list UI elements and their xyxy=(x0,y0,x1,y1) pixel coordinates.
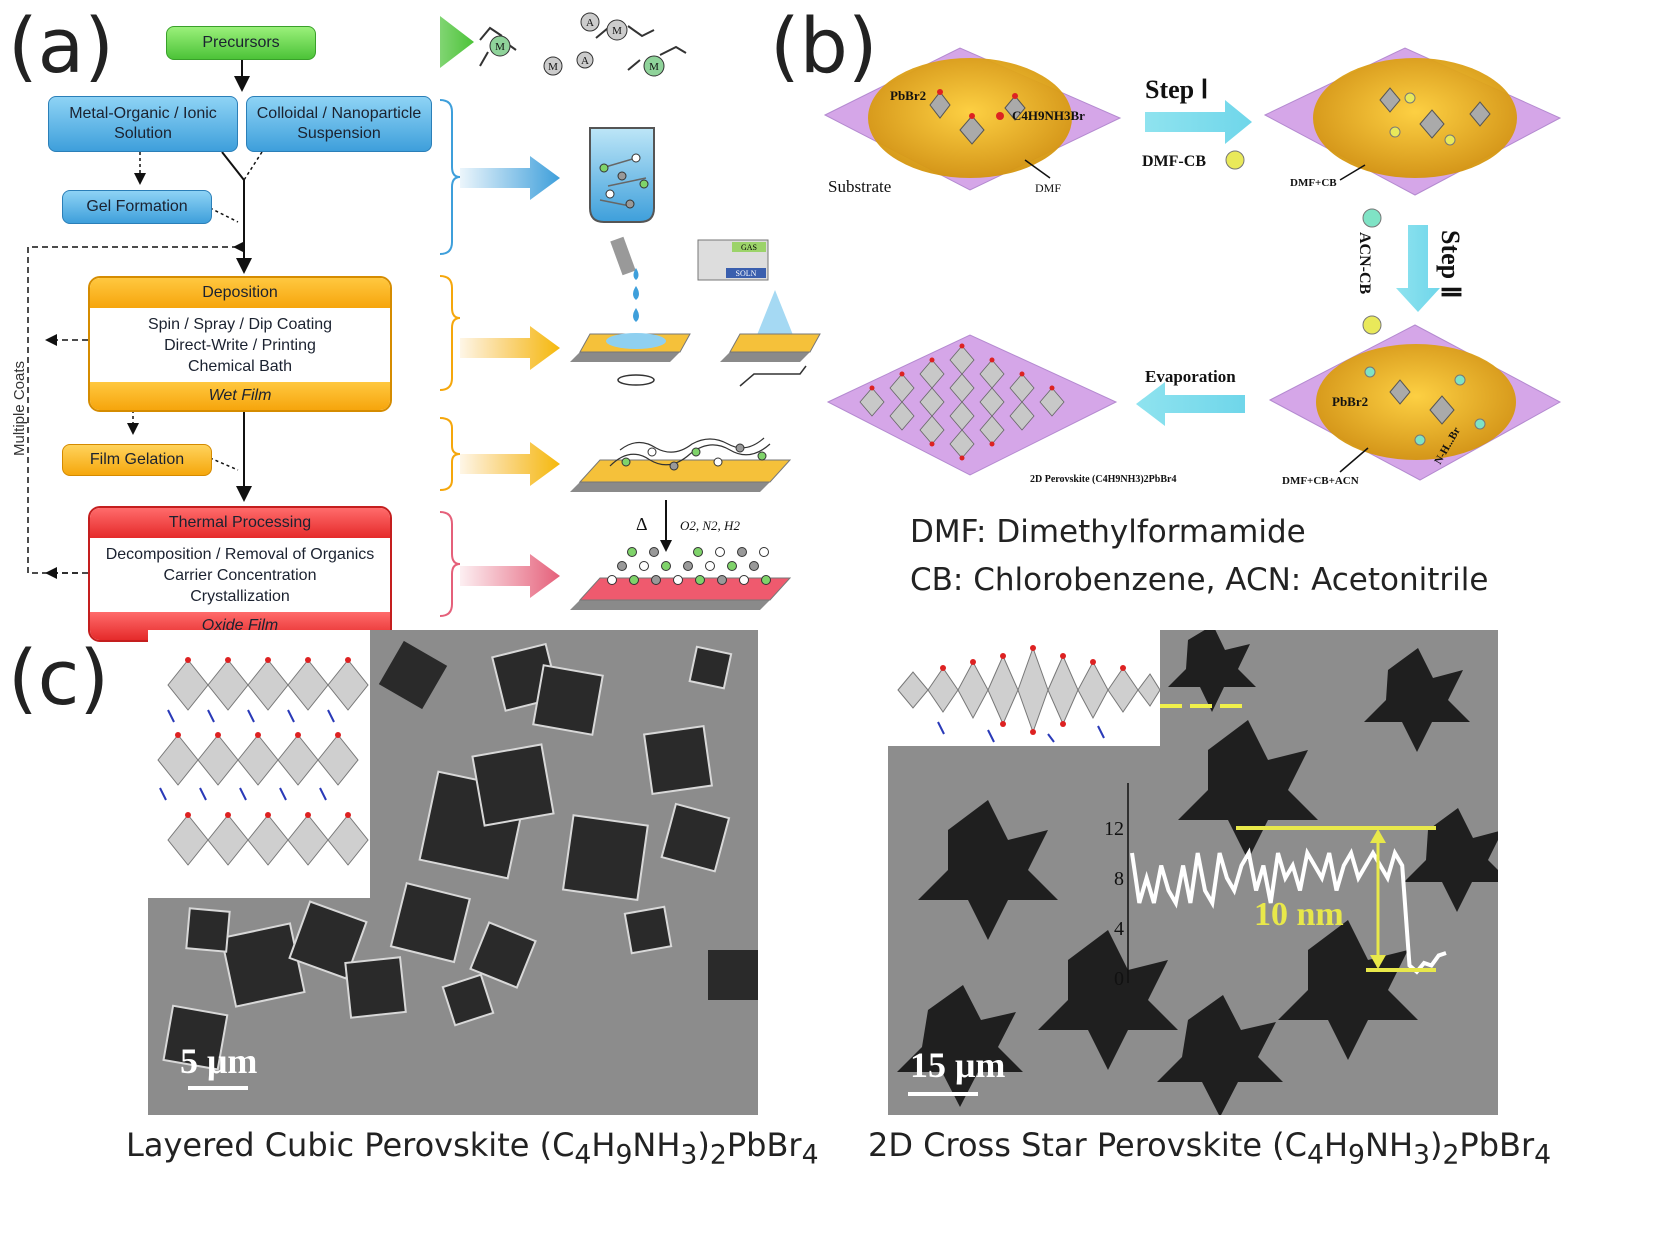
perovskite-2d-label: 2D Perovskite (C4H9NH3)2PbBr4 xyxy=(1030,474,1176,485)
metal-organic-line2: Solution xyxy=(114,125,172,142)
caption-left: Layered Cubic Perovskite (C4H9NH3)2PbBr4 xyxy=(126,1126,819,1171)
wet-film-label: Wet Film xyxy=(90,382,390,410)
profile-tick-0: 0 xyxy=(1114,968,1124,990)
dmf-cb-acn-label: DMF+CB+ACN xyxy=(1282,475,1359,487)
legend-cb-acn: CB: Chlorobenzene, ACN: Acetonitrile xyxy=(910,562,1489,598)
atom-4: A xyxy=(581,55,589,67)
pbbr2-ion-label: PbBr2 xyxy=(1332,394,1368,409)
panel-label-b: (b) xyxy=(770,1,878,90)
deposition-line-2: Direct-Write / Printing xyxy=(164,337,316,354)
dmf-label: DMF xyxy=(1035,181,1061,195)
layered-octahedra xyxy=(157,657,369,866)
colloidal-line2: Suspension xyxy=(297,125,381,142)
pbbr2-label: PbBr2 xyxy=(890,88,926,103)
cubic-crystals xyxy=(162,640,758,1071)
atom-5: M xyxy=(548,61,558,73)
scale-bar-right xyxy=(908,1092,978,1096)
step2-label: Step Ⅱ xyxy=(1436,230,1465,298)
atom-3: M xyxy=(612,25,622,37)
perovskite-schematic: PbBr2 C4H9NH3Br DMF Substrate Step Ⅰ DMF… xyxy=(823,47,1562,487)
height-profile: 12 8 4 0 10 nm xyxy=(1106,783,1447,990)
profile-tick-8: 8 xyxy=(1114,868,1124,890)
deposition-line-1: Spin / Spray / Dip Coating xyxy=(147,316,333,333)
process-illustrations: M A M A M M GAS SOLN Δ O2, N2, H2 xyxy=(440,12,821,617)
gel-formation-box: Gel Formation xyxy=(62,190,212,224)
profile-height-label: 10 nm xyxy=(1254,896,1344,933)
soln-label: SOLN xyxy=(736,269,757,278)
evaporation-label: Evaporation xyxy=(1145,367,1236,386)
caption-right: 2D Cross Star Perovskite (C4H9NH3)2PbBr4 xyxy=(868,1126,1552,1171)
dmf-cb-drop-label: DMF+CB xyxy=(1290,177,1337,189)
deposition-line-3: Chemical Bath xyxy=(187,358,293,375)
thermal-line-2: Carrier Concentration xyxy=(163,567,317,584)
metal-organic-line1: Metal-Organic / Ionic xyxy=(69,105,217,122)
cross-star-structure-inset xyxy=(888,630,1161,746)
film-gelation-box: Film Gelation xyxy=(62,444,212,476)
scale-bar-left xyxy=(188,1086,248,1090)
star-crystals xyxy=(897,630,1498,1115)
profile-tick-12: 12 xyxy=(1106,818,1124,840)
acn-cb-label: ACN-CB xyxy=(1356,232,1373,295)
deposition-title: Deposition xyxy=(90,278,390,308)
panel-label-c: (c) xyxy=(8,633,110,722)
precursors-box: Precursors xyxy=(166,26,316,60)
line-scan-marker xyxy=(1160,704,1245,708)
substrate-label: Substrate xyxy=(828,177,891,196)
c4h9nh3br-label: C4H9NH3Br xyxy=(1012,108,1085,123)
cubic-structure-inset xyxy=(148,630,370,898)
multiple-coats-label: Multiple Coats xyxy=(11,360,29,457)
colloidal-line1: Colloidal / Nanoparticle xyxy=(256,105,422,122)
gases-label: O2, N2, H2 xyxy=(680,518,740,533)
thermal-line-3: Crystallization xyxy=(190,588,290,605)
dmf-cb-label: DMF-CB xyxy=(1142,153,1206,170)
gas-label: GAS xyxy=(741,243,757,252)
panel-label-a: (a) xyxy=(8,1,114,90)
heat-symbol: Δ xyxy=(636,514,648,534)
thermal-processing-stage: Thermal Processing Decomposition / Remov… xyxy=(88,506,392,642)
atom-2: A xyxy=(586,17,594,29)
legend-dmf: DMF: Dimethylformamide xyxy=(910,514,1306,550)
step1-label: Step Ⅰ xyxy=(1145,75,1208,104)
atom-6: M xyxy=(649,61,659,73)
deposition-stage: Deposition Spin / Spray / Dip Coating Di… xyxy=(88,276,392,412)
diamond-octahedra xyxy=(897,645,1161,743)
atom-1: M xyxy=(495,41,505,53)
thermal-line-1: Decomposition / Removal of Organics xyxy=(105,546,375,563)
sem-image-cross-star: 12 8 4 0 10 nm 15 μm xyxy=(888,630,1498,1115)
thermal-title: Thermal Processing xyxy=(90,508,390,538)
scale-bar-label-left: 5 μm xyxy=(180,1041,258,1081)
atom-circles xyxy=(489,12,665,77)
flow-connectors xyxy=(27,58,263,579)
profile-tick-4: 4 xyxy=(1114,918,1124,940)
sem-image-cubic: 5 μm xyxy=(148,630,758,1115)
scale-bar-label-right: 15 μm xyxy=(910,1045,1006,1085)
